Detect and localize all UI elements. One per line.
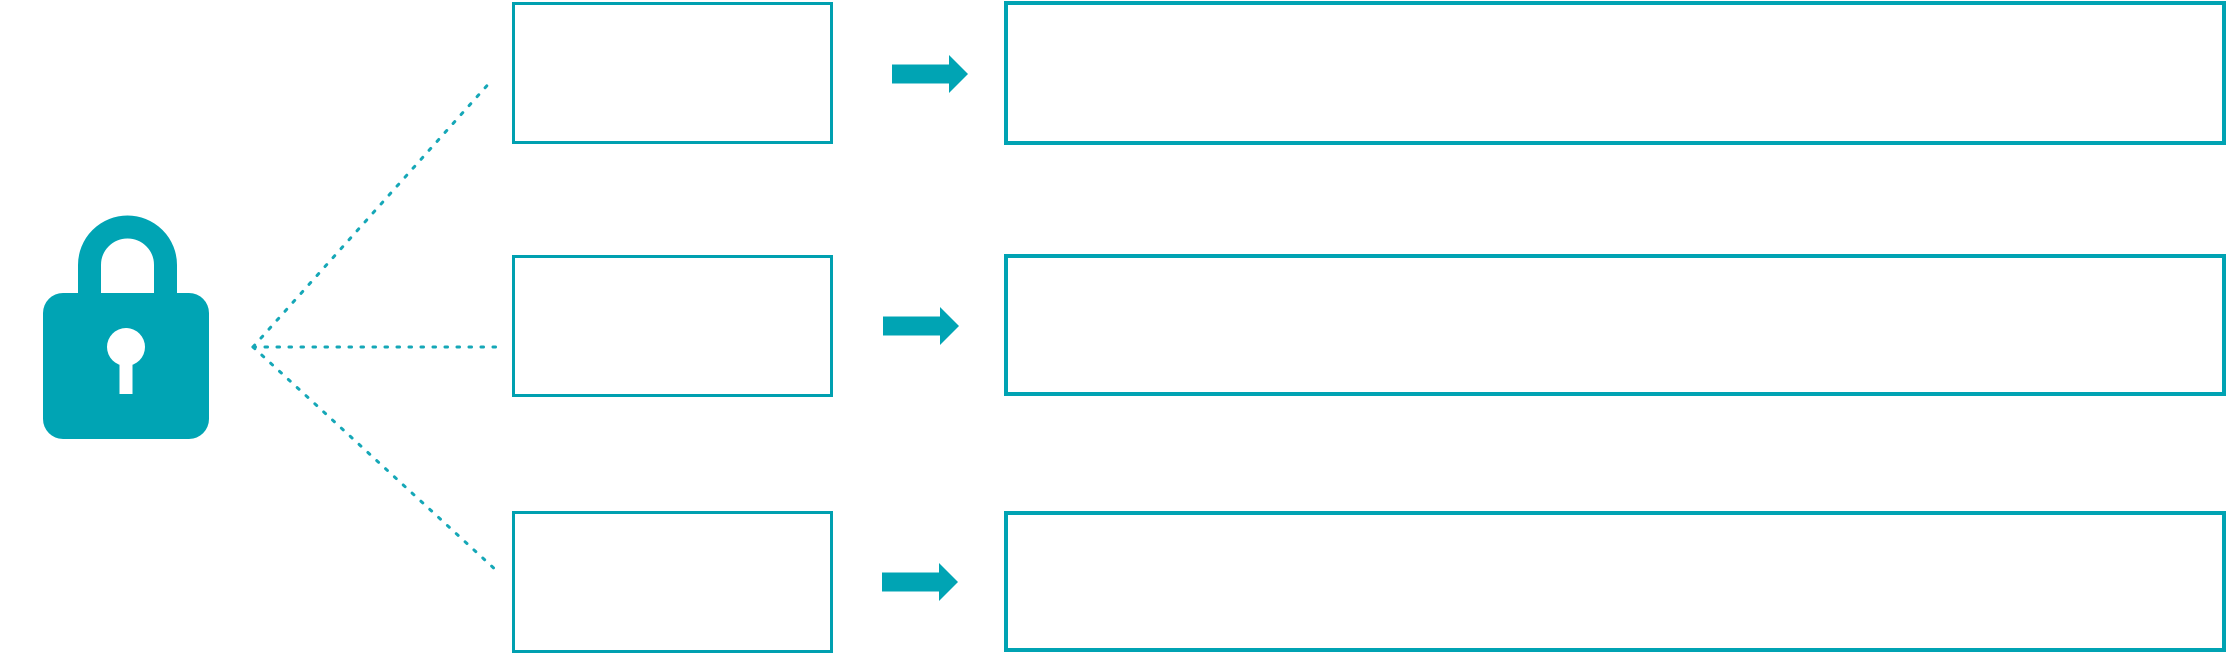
source-box-1 [512,2,833,144]
lock-icon [42,215,212,440]
connector-bottom [251,345,500,574]
arrow-right-icon-3 [882,563,958,601]
target-box-3 [1004,511,2226,652]
arrow-right-icon-2 [883,307,959,345]
source-box-3 [512,511,833,653]
target-box-1 [1004,1,2226,145]
connector-top [251,78,494,349]
arrow-right-icon-1 [892,55,968,93]
target-box-2 [1004,254,2226,396]
source-box-2 [512,255,833,397]
